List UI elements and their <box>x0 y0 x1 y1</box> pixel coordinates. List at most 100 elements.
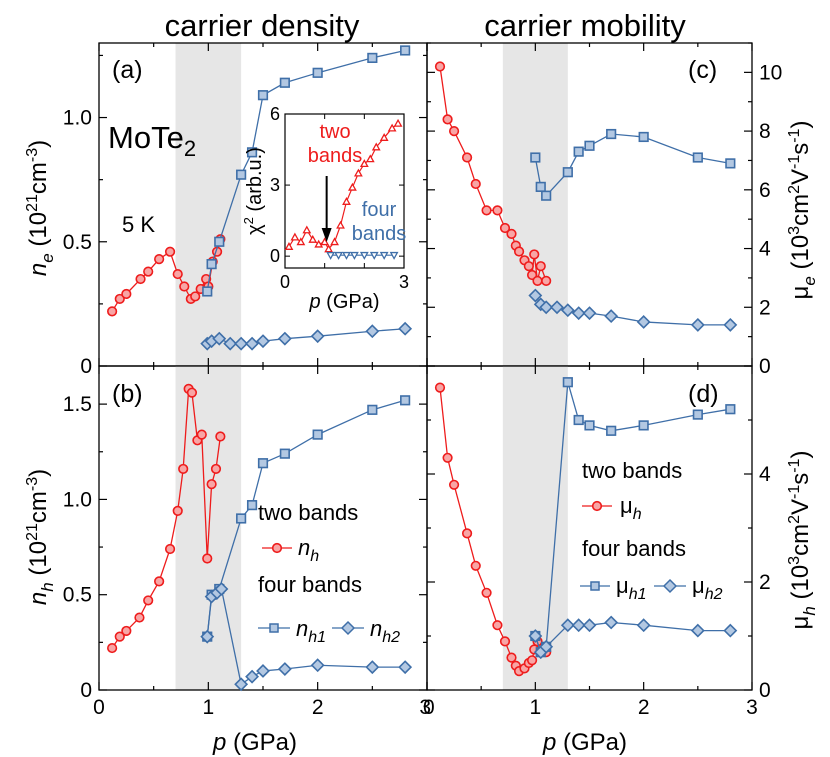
series-line-1 <box>206 49 406 292</box>
data-point <box>606 128 617 140</box>
data-point <box>143 266 154 277</box>
data-point <box>312 429 323 440</box>
inset-data-point <box>379 251 389 260</box>
density-column-title: carrier density <box>165 8 360 43</box>
data-point <box>107 306 118 317</box>
data-point <box>532 275 543 286</box>
data-point <box>246 500 258 511</box>
data-point <box>528 629 543 643</box>
data-point <box>234 336 249 351</box>
data-point <box>442 114 453 125</box>
material-label: MoTe2 <box>108 120 196 161</box>
data-point <box>164 246 176 257</box>
data-point <box>172 505 183 516</box>
data-point <box>367 52 378 64</box>
y-tick-label: 2 <box>759 571 771 594</box>
data-point <box>562 377 573 388</box>
data-point <box>236 513 247 524</box>
legend-nh2-marker <box>340 620 356 636</box>
data-point <box>434 61 446 72</box>
data-point <box>606 425 617 436</box>
data-point <box>530 152 541 163</box>
data-point <box>560 618 575 633</box>
y-tick-label: 4 <box>759 463 771 486</box>
data-point <box>550 300 564 315</box>
data-point <box>448 125 460 137</box>
plot-frame <box>98 365 428 691</box>
x-axis-label-left: p (GPa) <box>212 729 297 756</box>
y-tick-label: 1.0 <box>63 488 92 511</box>
data-point <box>638 420 649 431</box>
y-tick-label: 4 <box>759 238 771 261</box>
data-point <box>499 636 511 647</box>
data-point <box>573 414 584 426</box>
data-point <box>179 281 190 292</box>
data-point <box>638 131 649 143</box>
data-point <box>107 642 118 654</box>
inset-data-point <box>342 197 351 205</box>
data-point <box>481 205 492 216</box>
data-point <box>212 331 227 346</box>
data-point <box>535 261 546 272</box>
data-point <box>310 329 325 344</box>
legend-four-bands-d: four bands <box>582 536 686 561</box>
legend-muh-label: μh <box>620 493 642 523</box>
panel-label-a: (a) <box>112 56 143 84</box>
data-point <box>279 448 290 459</box>
data-point <box>164 543 176 555</box>
data-point <box>513 246 525 257</box>
inset-data-point <box>359 251 369 260</box>
y-tick-label: 8 <box>759 120 771 143</box>
mobility-column-title: carrier mobility <box>484 8 686 43</box>
data-point <box>367 404 378 415</box>
data-point <box>584 140 595 151</box>
data-point <box>246 147 258 158</box>
inset-y-tick-label: 3 <box>270 175 280 195</box>
data-point <box>172 268 183 280</box>
inset-data-point <box>314 239 324 248</box>
legend-panel-b: two bands nh four bands nh1 nh2 <box>258 500 400 646</box>
inset-data-point <box>342 251 351 260</box>
x-tick-label: 3 <box>746 696 758 719</box>
data-point <box>690 317 705 332</box>
data-point <box>604 309 619 324</box>
data-point <box>214 582 229 596</box>
data-point <box>400 395 411 406</box>
data-point <box>206 479 217 490</box>
legend-nh-label: nh <box>298 535 319 565</box>
data-point <box>541 190 552 201</box>
data-point <box>279 77 290 88</box>
data-point <box>365 660 380 675</box>
y-tick-label: 10 <box>759 61 782 84</box>
data-point <box>442 452 453 463</box>
data-point <box>135 273 146 285</box>
y-tick-label: 0 <box>759 355 771 378</box>
plot-frame <box>426 365 753 691</box>
data-point <box>202 286 213 297</box>
legend-two-bands-b: two bands <box>258 500 358 525</box>
data-point <box>636 618 651 633</box>
panel-label-c: (c) <box>688 56 717 84</box>
data-point <box>541 275 552 286</box>
data-point <box>143 595 154 606</box>
y-axis-label-mue: μe (103cm2V-1s-1) <box>786 121 819 300</box>
legend-nh1-marker <box>269 623 279 633</box>
inset-data-point <box>371 142 381 151</box>
data-point <box>214 236 225 247</box>
data-point <box>277 662 292 676</box>
temperature-label: 5 K <box>122 212 155 237</box>
data-point <box>539 300 554 315</box>
data-point <box>582 306 597 321</box>
inset-data-point <box>393 118 403 127</box>
inset-data-point <box>353 168 363 177</box>
inset-data-point <box>326 251 336 260</box>
inset-x-tick-label: 3 <box>399 272 409 292</box>
y-tick-label: 0 <box>80 355 92 378</box>
data-point <box>223 336 238 351</box>
data-point <box>245 669 260 684</box>
data-point <box>492 205 503 216</box>
data-point <box>114 293 125 305</box>
data-point <box>202 553 213 564</box>
